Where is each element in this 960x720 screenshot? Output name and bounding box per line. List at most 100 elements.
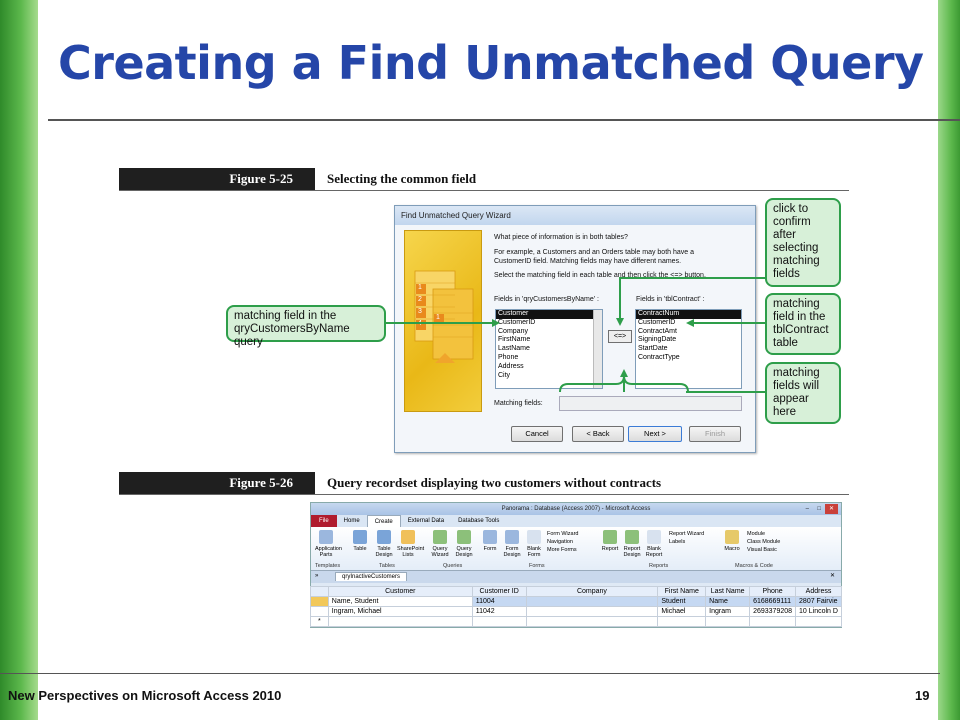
cell[interactable]	[525, 596, 659, 607]
macros-small-buttons: Module Class Module Visual Basic	[747, 530, 807, 554]
cell[interactable]: 2807 Fairvie	[795, 596, 842, 607]
ribbon-blank-report[interactable]: Blank Report	[643, 530, 665, 558]
list-item[interactable]: ContractAmt	[638, 327, 677, 335]
list-item[interactable]: City	[498, 371, 511, 379]
list-item[interactable]: Phone	[498, 353, 519, 361]
list-item[interactable]: FirstName	[498, 336, 531, 344]
cell[interactable]: 11042	[471, 606, 527, 617]
figure-caption: Selecting the common field	[327, 171, 477, 186]
list-item[interactable]: Customer	[496, 310, 602, 319]
column-header[interactable]: Phone	[749, 586, 797, 597]
ribbon-query-design[interactable]: Query Design	[453, 530, 475, 558]
callout-right-field: matching field in the tblContract table	[765, 293, 841, 355]
row-selector[interactable]	[310, 606, 329, 617]
close-icon[interactable]: ✕	[824, 504, 838, 514]
ribbon-form[interactable]: Form	[479, 530, 501, 552]
list-item[interactable]: Company	[498, 327, 528, 335]
cell[interactable]: 6168669111	[749, 596, 797, 607]
list-item[interactable]: LastName	[498, 345, 530, 353]
column-header[interactable]: Address	[795, 586, 842, 597]
table-row[interactable]: Ingram, Michael 11042 Michael Ingram 269…	[310, 606, 842, 617]
cell[interactable]	[525, 616, 659, 627]
cell[interactable]	[795, 616, 842, 627]
ribbon-blank-form[interactable]: Blank Form	[523, 530, 545, 558]
cell[interactable]: 10 Lincoln D	[795, 606, 842, 617]
left-green-bar	[0, 0, 38, 720]
next-button[interactable]: Next >	[628, 426, 682, 442]
list-item[interactable]: StartDate	[638, 345, 668, 353]
cell[interactable]: Ingram, Michael	[327, 606, 473, 617]
ribbon-application-parts[interactable]: Application Parts	[315, 530, 342, 558]
query-tab[interactable]: qryInactiveCustomers	[335, 572, 408, 581]
left-fields-label: Fields in 'qryCustomersByName' :	[494, 296, 599, 303]
maximize-icon[interactable]: □	[817, 506, 821, 512]
cancel-button[interactable]: Cancel	[511, 426, 563, 442]
ribbon-report-design[interactable]: Report Design	[621, 530, 643, 558]
cell[interactable]	[327, 616, 473, 627]
ribbon-report[interactable]: Report	[599, 530, 621, 552]
column-header[interactable]: Company	[525, 586, 659, 597]
tab-file[interactable]: File	[311, 515, 337, 527]
cell[interactable]: Name, Student	[327, 596, 473, 607]
nav-pane-toggle-icon[interactable]: »	[315, 573, 319, 579]
ribbon-macro[interactable]: Macro	[721, 530, 743, 552]
list-item[interactable]: ContractType	[638, 353, 680, 361]
cell[interactable]	[525, 606, 659, 617]
minimize-icon[interactable]: –	[805, 506, 809, 512]
list-item[interactable]: CustomerID	[638, 318, 676, 326]
report-wizard-button[interactable]: Report Wizard	[669, 531, 705, 537]
cell[interactable]: Michael	[657, 606, 707, 617]
module-button[interactable]: Module	[747, 531, 766, 537]
list-scrollbar[interactable]	[593, 310, 602, 388]
ribbon-form-design[interactable]: Form Design	[501, 530, 523, 558]
column-header[interactable]: First Name	[657, 586, 707, 597]
select-all-corner[interactable]	[310, 586, 329, 597]
form-wizard-button[interactable]: Form Wizard	[547, 531, 579, 537]
table-icon	[353, 530, 367, 544]
tab-create[interactable]: Create	[366, 515, 401, 527]
cell[interactable]: Ingram	[705, 606, 751, 617]
list-item[interactable]: SigningDate	[638, 336, 677, 344]
ribbon-query-wizard[interactable]: Query Wizard	[429, 530, 451, 558]
cell[interactable]: Name	[705, 596, 751, 607]
list-item[interactable]: Address	[498, 362, 524, 370]
finish-button[interactable]: Finish	[689, 426, 741, 442]
tab-database-tools[interactable]: Database Tools	[458, 518, 500, 524]
cell[interactable]	[749, 616, 797, 627]
reports-small-buttons: Report Wizard Labels	[669, 530, 719, 546]
ribbon-sharepoint[interactable]: SharePoint Lists	[397, 530, 424, 558]
tab-external-data[interactable]: External Data	[407, 518, 445, 524]
page-number: 19	[915, 688, 930, 703]
ribbon-table[interactable]: Table	[349, 530, 371, 552]
row-selector[interactable]	[310, 596, 329, 607]
cell[interactable]: 11004	[471, 596, 527, 607]
column-header[interactable]: Customer ID	[471, 586, 527, 597]
class-module-button[interactable]: Class Module	[747, 539, 781, 545]
cell[interactable]: 2693379208	[749, 606, 797, 617]
more-forms-button[interactable]: More Forms	[547, 547, 577, 553]
right-fields-label: Fields in 'tblContract' :	[636, 296, 705, 303]
access-window: Panorama : Database (Access 2007) - Micr…	[310, 502, 842, 628]
close-query-icon[interactable]: ✕	[829, 573, 835, 579]
tab-home[interactable]: Home	[343, 518, 360, 524]
new-record-row[interactable]: *	[310, 616, 842, 627]
back-button[interactable]: < Back	[572, 426, 624, 442]
list-item[interactable]: ContractNum	[636, 310, 741, 319]
cell[interactable]: Student	[657, 596, 707, 607]
cell[interactable]	[657, 616, 707, 627]
match-fields-button[interactable]: <=>	[608, 330, 632, 343]
navigation-button[interactable]: Navigation	[547, 539, 573, 545]
visual-basic-button[interactable]: Visual Basic	[747, 547, 777, 553]
column-header[interactable]: Customer	[327, 586, 473, 597]
ribbon-table-design[interactable]: Table Design	[373, 530, 395, 558]
callout-confirm: click to confirm after selecting matchin…	[765, 198, 841, 287]
wizard-instruction: Select the matching field in each table …	[494, 272, 706, 279]
cell[interactable]	[705, 616, 751, 627]
left-fields-list[interactable]: Customer CustomerID Company FirstName La…	[495, 309, 603, 389]
labels-button[interactable]: Labels	[669, 539, 686, 545]
list-item[interactable]: CustomerID	[498, 318, 536, 326]
column-header[interactable]: Last Name	[705, 586, 751, 597]
cell[interactable]	[471, 616, 527, 627]
table-row[interactable]: Name, Student 11004 Student Name 6168669…	[310, 596, 842, 607]
app-parts-icon	[319, 530, 333, 544]
